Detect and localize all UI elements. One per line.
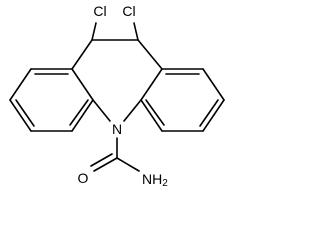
bond-left-ring-double xyxy=(15,99,35,127)
bond-left-ring-n xyxy=(92,99,111,122)
bond-left-ring xyxy=(9,99,32,132)
atom-labels: Cl Cl N O NH2 xyxy=(78,3,169,189)
bond-c11-right-ring xyxy=(137,39,163,70)
bond-lines xyxy=(9,22,225,172)
bond-right-ring-double xyxy=(199,99,219,127)
bond-carbonyl-oxygen-double xyxy=(90,153,113,167)
bond-right-ring-double xyxy=(145,99,165,126)
bond-c11-cl xyxy=(133,22,139,41)
oxygen-label: O xyxy=(78,170,89,186)
bond-carbonyl-oxygen xyxy=(93,157,118,172)
bond-c10-cl xyxy=(91,22,97,41)
bond-left-ring xyxy=(71,68,94,101)
bond-left-ring xyxy=(9,68,32,101)
ring-nitrogen-label: N xyxy=(112,121,122,137)
chlorine-label-right: Cl xyxy=(122,3,135,19)
bond-right-ring xyxy=(202,99,225,132)
bond-c10-left-ring xyxy=(71,39,93,70)
bond-right-ring xyxy=(202,68,225,101)
amide-subscript-text: 2 xyxy=(162,178,168,189)
chemical-structure-diagram: Cl Cl N O NH2 xyxy=(9,3,225,189)
bond-right-ring xyxy=(140,68,163,101)
amide-nh-text: NH xyxy=(142,171,162,187)
bond-carbonyl-amide xyxy=(116,157,140,172)
bond-left-ring xyxy=(71,99,94,132)
bond-right-ring-n xyxy=(123,99,142,122)
bond-right-ring xyxy=(140,99,163,132)
amide-nh2-label: NH2 xyxy=(142,171,168,189)
chlorine-label-left: Cl xyxy=(93,3,106,19)
bond-left-ring-double xyxy=(69,99,89,126)
